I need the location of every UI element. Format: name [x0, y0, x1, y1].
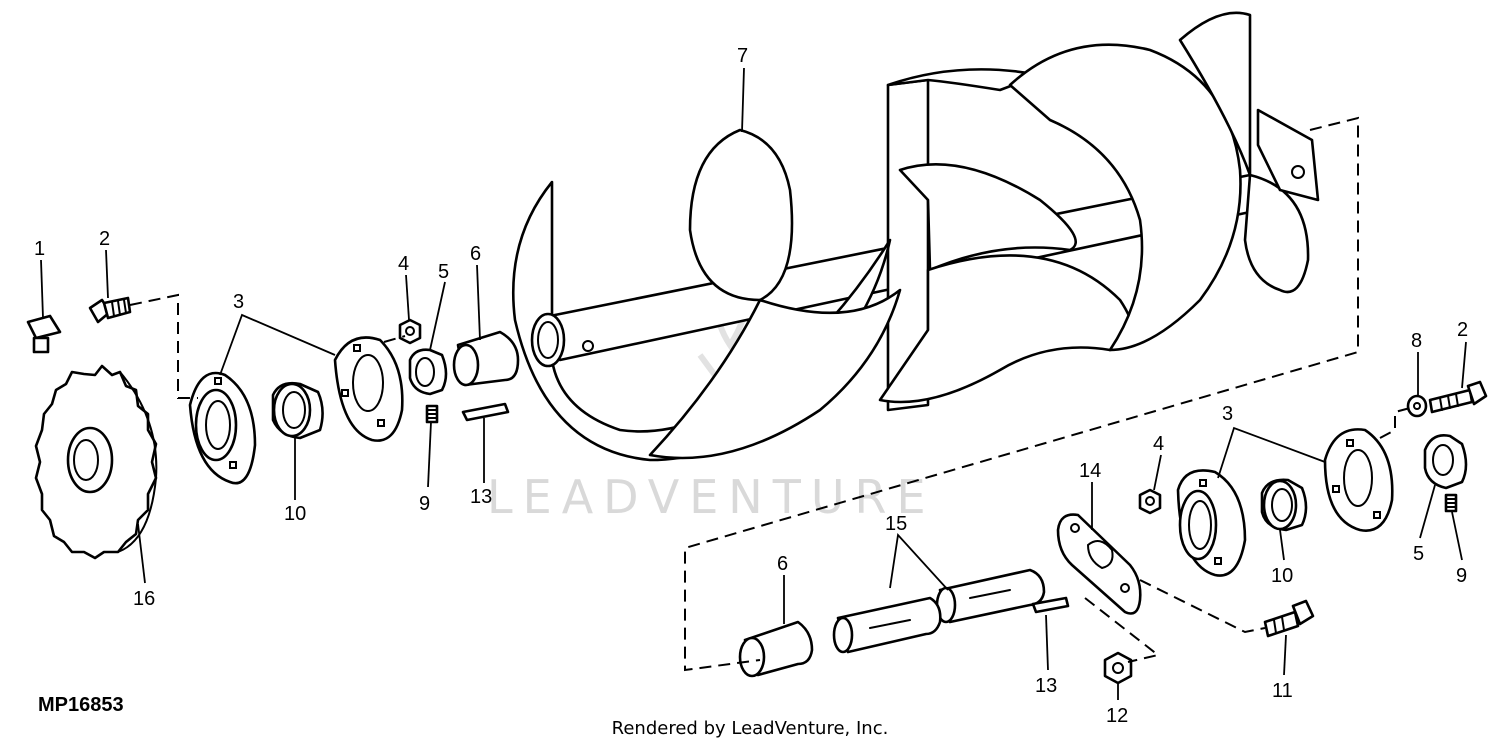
callout-9-right: 9 — [1456, 565, 1467, 587]
callout-3-left: 3 — [233, 291, 244, 313]
callout-14: 14 — [1079, 460, 1101, 482]
bolt-right — [1428, 380, 1488, 414]
lock-collar-left — [408, 348, 448, 396]
mounting-plate — [1056, 513, 1142, 615]
carriage-bolt — [1263, 599, 1315, 638]
callout-9-left: 9 — [419, 493, 430, 515]
callout-10-right: 10 — [1271, 565, 1293, 587]
auger-assembly — [511, 11, 1320, 462]
callouts: 1 2 3 4 5 6 7 9 10 13 16 8 2 3 4 14 15 6… — [34, 45, 1468, 727]
callout-2-right: 2 — [1457, 319, 1468, 341]
bolt-left — [88, 296, 132, 324]
callout-12: 12 — [1106, 705, 1128, 727]
sprocket — [34, 364, 158, 560]
key-right — [1031, 596, 1070, 614]
bearing-right — [1260, 478, 1308, 532]
lock-collar-right — [1423, 434, 1468, 490]
hex-nut — [1103, 651, 1133, 685]
set-screw-left — [425, 404, 439, 424]
callout-2-left: 2 — [99, 228, 110, 250]
callout-7: 7 — [737, 45, 748, 67]
spacer-left — [452, 330, 520, 387]
bearing-flange-right-inner — [1176, 469, 1247, 577]
callout-4-right: 4 — [1153, 433, 1164, 455]
callout-5-left: 5 — [438, 261, 449, 283]
credit-text: Rendered by LeadVenture, Inc. — [611, 718, 889, 739]
callout-1: 1 — [34, 238, 45, 260]
callout-6-right: 6 — [777, 553, 788, 575]
callout-4-left: 4 — [398, 253, 409, 275]
drawing-code: MP16853 — [38, 694, 124, 716]
callout-13-right: 13 — [1035, 675, 1057, 697]
bearing-left — [271, 381, 324, 440]
callout-11: 11 — [1272, 680, 1293, 702]
set-screw-right — [1444, 493, 1458, 513]
lock-nut-left — [398, 318, 422, 345]
leader-lines — [40, 67, 1467, 700]
key-left — [461, 402, 510, 422]
callout-13-left: 13 — [470, 486, 492, 508]
bearing-flange-left-outer — [188, 371, 257, 485]
grease-fitting — [26, 314, 62, 354]
callout-8: 8 — [1411, 330, 1422, 352]
lock-nut-right — [1138, 488, 1162, 515]
callout-15: 15 — [885, 513, 907, 535]
washer — [1406, 394, 1428, 418]
watermark-text: LEADVENTURE — [487, 470, 936, 524]
assembly-lines — [129, 116, 1411, 672]
callout-5-right: 5 — [1413, 543, 1424, 565]
bearing-flange-left-inner — [333, 336, 404, 442]
callout-10-left: 10 — [284, 503, 306, 525]
callout-3-right: 3 — [1222, 403, 1233, 425]
callout-6-left: 6 — [470, 243, 481, 265]
shaft — [832, 568, 1046, 654]
spacer-right — [738, 620, 814, 678]
bearing-flange-right-outer — [1323, 428, 1394, 532]
callout-16: 16 — [133, 588, 155, 610]
